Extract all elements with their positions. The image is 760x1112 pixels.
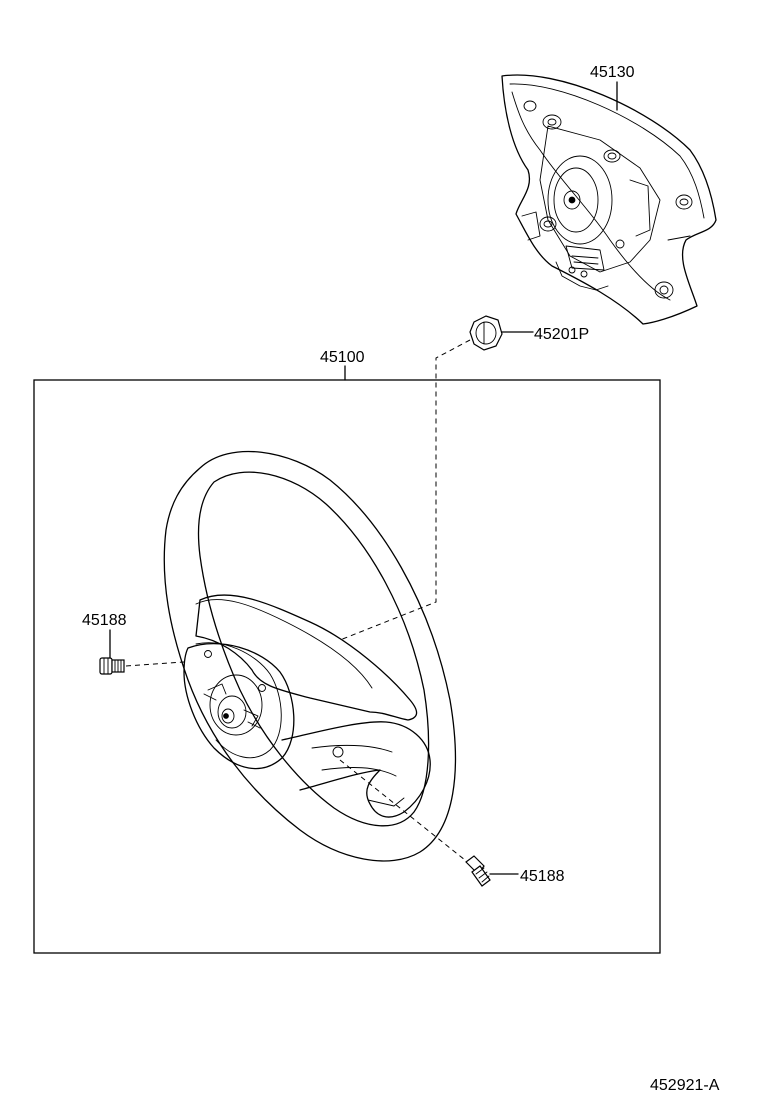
nut-icon[interactable] xyxy=(469,315,503,351)
assembly-dashed-line-left-screw xyxy=(125,661,185,667)
steering-wheel[interactable] xyxy=(163,450,457,862)
assembly-dashed-line-nut xyxy=(339,339,471,641)
group-frame xyxy=(33,379,661,954)
part-label-45130[interactable]: 45130 xyxy=(590,64,635,81)
figure-id: 452921-A xyxy=(650,1077,720,1094)
assembly-dashed-line-right-screw xyxy=(339,759,471,865)
screw-icon-right[interactable] xyxy=(465,855,491,887)
part-label-45201P[interactable]: 45201P xyxy=(534,326,589,343)
part-label-45188-left[interactable]: 45188 xyxy=(82,612,127,629)
airbag-pad-assembly[interactable] xyxy=(501,74,717,325)
part-label-45100[interactable]: 45100 xyxy=(320,349,365,366)
part-label-45188-right[interactable]: 45188 xyxy=(520,868,565,885)
screw-icon-left[interactable] xyxy=(99,657,125,675)
